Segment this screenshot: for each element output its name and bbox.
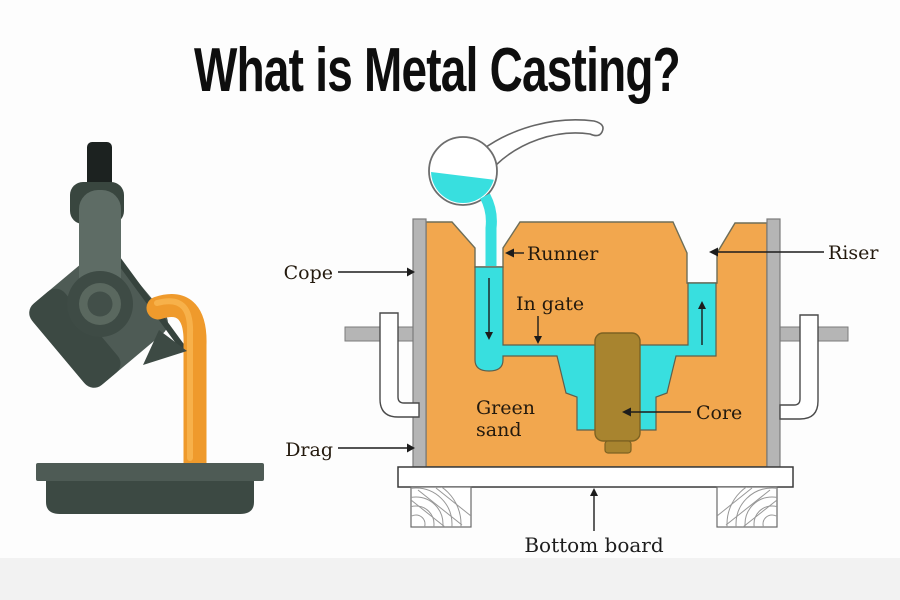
- ladle-liquid: [431, 171, 495, 203]
- sand-mold-diagram: Cope Drag Runner In gate Green sand Core…: [284, 119, 879, 557]
- core-shape: [594, 332, 641, 442]
- left-clamp-hook: [379, 312, 420, 418]
- flask-wall-right: [766, 218, 781, 468]
- bucket-spout-tip: [143, 330, 187, 365]
- tray-basin: [46, 481, 254, 514]
- bottom-board: [397, 466, 794, 488]
- hanger-rod: [87, 142, 112, 188]
- label-in-gate: In gate: [516, 293, 584, 315]
- pouring-stream: [480, 193, 497, 266]
- ladle-handle: [480, 119, 604, 167]
- label-drag: Drag: [285, 439, 333, 461]
- page-title: What is Metal Casting?: [194, 36, 681, 105]
- core-print-foot: [604, 440, 632, 454]
- wood-grain-left: [411, 487, 471, 527]
- label-green-sand-2: sand: [476, 419, 521, 441]
- tray-plate: [36, 463, 264, 481]
- label-riser: Riser: [828, 242, 879, 264]
- pouring-crucible-illustration: [29, 142, 264, 514]
- bottom-strip: [0, 558, 900, 600]
- pivot-center: [87, 291, 113, 317]
- label-cope: Cope: [284, 262, 333, 284]
- label-core: Core: [696, 402, 742, 424]
- flask-wall-left: [412, 218, 427, 468]
- label-green-sand-1: Green: [476, 397, 535, 419]
- label-runner: Runner: [527, 243, 599, 265]
- bucket-spout-edge: [106, 244, 186, 351]
- wood-grain-right: [717, 487, 777, 527]
- molten-stream-highlight: [154, 298, 194, 461]
- right-clamp-hook: [779, 314, 819, 420]
- label-bottom-board: Bottom board: [524, 533, 664, 557]
